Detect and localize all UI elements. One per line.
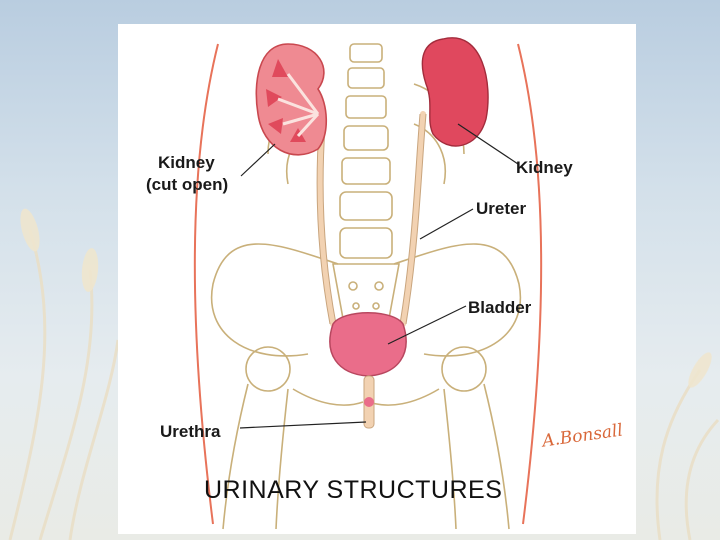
ureters bbox=[320, 114, 423, 324]
urethra bbox=[364, 376, 374, 428]
label-ureter: Ureter bbox=[476, 199, 526, 219]
label-urethra: Urethra bbox=[160, 422, 220, 442]
urinary-diagram bbox=[118, 24, 636, 534]
bladder bbox=[330, 313, 406, 376]
leader-lines bbox=[240, 124, 518, 428]
label-kidney-cut-open-line1: Kidney bbox=[158, 153, 215, 173]
diagram-title: URINARY STRUCTURES bbox=[204, 476, 502, 505]
kidney-right bbox=[422, 38, 488, 146]
label-kidney: Kidney bbox=[516, 158, 573, 178]
body-outline bbox=[195, 44, 541, 524]
kidney-cut-open bbox=[256, 44, 326, 155]
label-bladder: Bladder bbox=[468, 298, 531, 318]
label-kidney-cut-open-line2: (cut open) bbox=[146, 175, 228, 195]
diagram-panel: Kidney (cut open) Kidney Ureter Bladder … bbox=[118, 24, 636, 534]
